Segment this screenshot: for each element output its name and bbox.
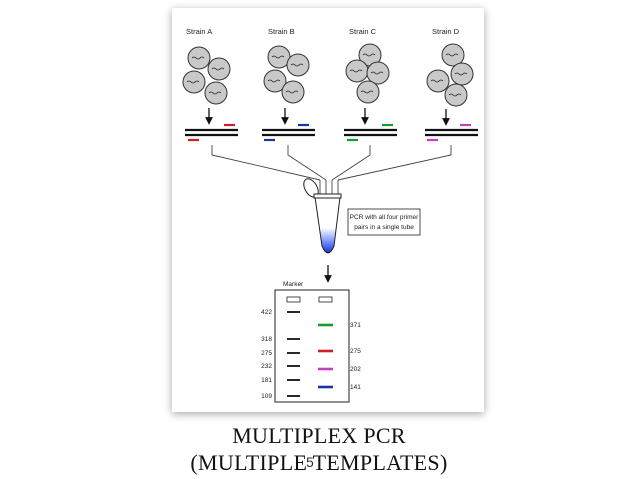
figure-card: Strain A Strain B Strain C Strain D bbox=[172, 8, 484, 412]
cell-cluster-c bbox=[345, 43, 390, 104]
strain-label-c: Strain C bbox=[349, 27, 377, 36]
tube-note-line2: pairs in a single tube bbox=[354, 224, 414, 231]
slide-number: 5 bbox=[306, 454, 314, 470]
marker-size-label: 275 bbox=[261, 350, 272, 357]
marker-size-label: 232 bbox=[261, 363, 272, 370]
pcr-tube bbox=[303, 178, 342, 254]
multiplex-pcr-diagram: Strain A Strain B Strain C Strain D bbox=[182, 27, 478, 403]
sample-band-size-label: 275 bbox=[350, 348, 361, 355]
marker-size-label: 109 bbox=[261, 393, 272, 400]
sample-band-size-label: 371 bbox=[350, 322, 361, 329]
cell-cluster-a bbox=[182, 46, 231, 105]
marker-size-label: 422 bbox=[261, 309, 272, 316]
tube-note-box: PCR with all four primer pairs in a sing… bbox=[347, 208, 421, 236]
tube-note-line1: PCR with all four primer bbox=[350, 214, 419, 221]
sample-band-size-label: 202 bbox=[350, 366, 361, 373]
gel-panel: Marker 422 318 275 232 181 109 371 275 202 141 bbox=[261, 281, 361, 403]
caption-subtitle: (MULTIPLE TEMPLATES) bbox=[190, 450, 448, 475]
marker-size-label: 318 bbox=[261, 336, 272, 343]
strain-arrows bbox=[205, 108, 450, 126]
marker-well bbox=[286, 296, 301, 303]
strain-label-a: Strain A bbox=[186, 27, 212, 36]
converging-lines bbox=[211, 145, 452, 196]
strain-label-d: Strain D bbox=[432, 27, 460, 36]
dna-template-d bbox=[425, 123, 478, 142]
strain-label-b: Strain B bbox=[268, 27, 295, 36]
cell-cluster-d bbox=[426, 43, 474, 107]
marker-size-label: 181 bbox=[261, 377, 272, 384]
sample-band-size-label: 141 bbox=[350, 384, 361, 391]
dna-template-a bbox=[185, 123, 238, 142]
dna-squiggles bbox=[186, 53, 468, 97]
sample-well bbox=[318, 296, 333, 303]
cell-cluster-b bbox=[263, 45, 310, 104]
dna-template-b bbox=[262, 123, 315, 142]
dna-template-c bbox=[344, 123, 397, 142]
marker-label: Marker bbox=[283, 281, 304, 288]
caption-title: MULTIPLEX PCR bbox=[232, 423, 406, 448]
